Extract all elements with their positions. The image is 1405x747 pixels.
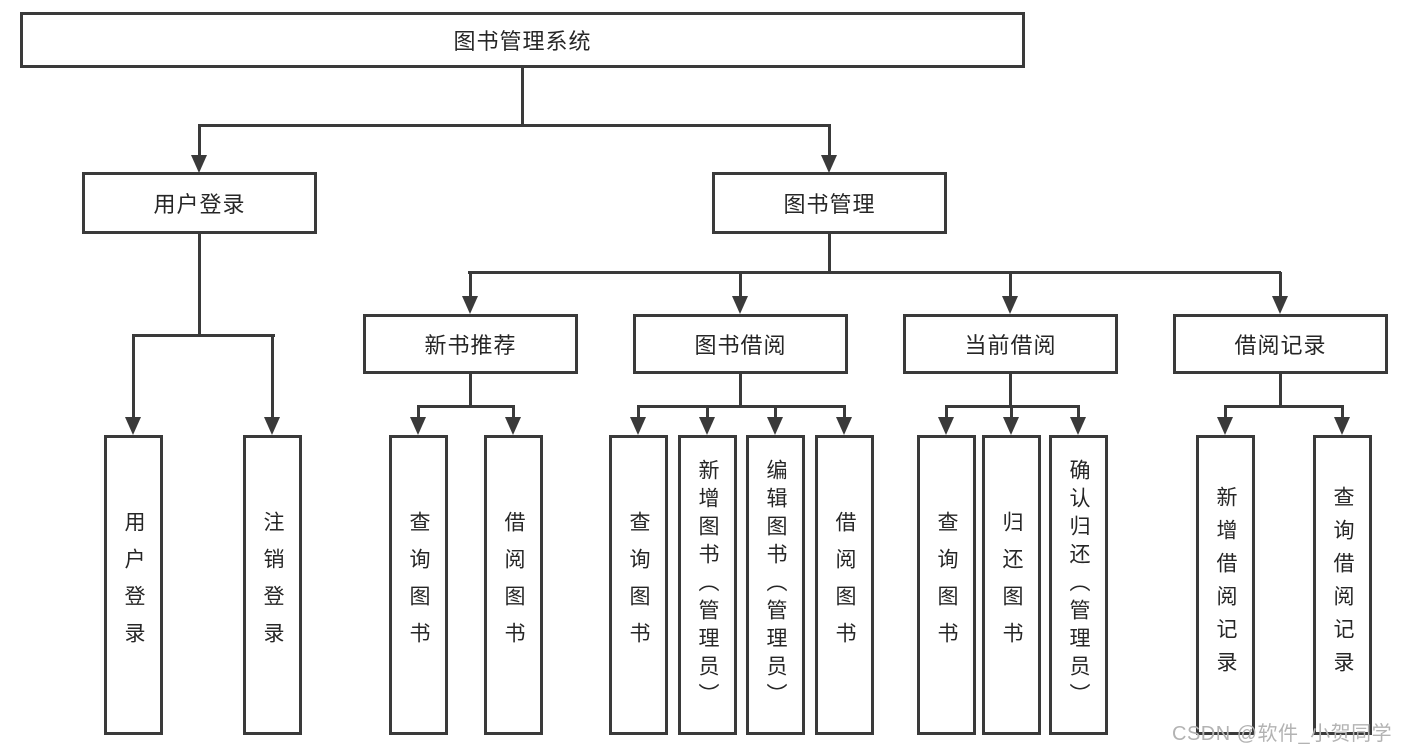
arrow-down-icon xyxy=(462,296,478,314)
leaf-label: 注销登录 xyxy=(261,511,284,659)
connector-line xyxy=(828,234,831,274)
leaf-label: 借阅图书 xyxy=(833,511,856,659)
arrow-down-icon xyxy=(732,296,748,314)
leaf-edit-books-admin: 编辑图书（管理员） xyxy=(746,435,805,735)
connector-line xyxy=(198,125,201,157)
arrow-down-icon xyxy=(1002,296,1018,314)
connector-line xyxy=(1009,272,1012,299)
arrow-down-icon xyxy=(125,417,141,435)
node-new-book-recommend: 新书推荐 xyxy=(363,314,578,374)
leaf-add-borrow-record: 新增借阅记录 xyxy=(1196,435,1255,735)
connector-line xyxy=(774,406,777,419)
connector-line xyxy=(945,406,948,419)
connector-line xyxy=(1279,272,1282,299)
arrow-down-icon xyxy=(410,417,426,435)
leaf-label: 查询图书 xyxy=(935,511,958,659)
connector-line xyxy=(1077,406,1080,419)
node-borrow-records-label: 借阅记录 xyxy=(1234,333,1327,358)
node-book-management: 图书管理 xyxy=(712,172,947,234)
connector-line xyxy=(1009,374,1012,407)
arrow-down-icon xyxy=(264,417,280,435)
connector-line xyxy=(198,124,831,127)
leaf-label: 归还图书 xyxy=(1000,511,1023,659)
leaf-query-books-recommend: 查询图书 xyxy=(389,435,448,735)
connector-line xyxy=(1341,406,1344,419)
connector-line xyxy=(637,405,846,408)
connector-line xyxy=(512,406,515,419)
leaf-confirm-return-admin: 确认归还（管理员） xyxy=(1049,435,1108,735)
leaf-label: 借阅图书 xyxy=(502,511,525,659)
connector-line xyxy=(1224,406,1227,419)
arrow-down-icon xyxy=(821,155,837,173)
leaf-label: 查询图书 xyxy=(407,511,430,659)
connector-line xyxy=(132,334,275,337)
arrow-down-icon xyxy=(767,417,783,435)
connector-line xyxy=(1279,374,1282,407)
node-user-login-label: 用户登录 xyxy=(153,192,246,217)
connector-line xyxy=(469,374,472,407)
connector-line xyxy=(739,374,742,407)
connector-line xyxy=(521,68,524,127)
arrow-down-icon xyxy=(1070,417,1086,435)
leaf-borrow-books-recommend: 借阅图书 xyxy=(484,435,543,735)
connector-line xyxy=(469,272,472,299)
arrow-down-icon xyxy=(505,417,521,435)
connector-line xyxy=(417,406,420,419)
leaf-query-books-current: 查询图书 xyxy=(917,435,976,735)
connector-line xyxy=(739,272,742,299)
watermark: CSDN @软件_小贺同学 xyxy=(1172,723,1393,745)
connector-line xyxy=(198,234,201,337)
arrow-down-icon xyxy=(1003,417,1019,435)
node-current-borrow: 当前借阅 xyxy=(903,314,1118,374)
leaf-label: 查询借阅记录 xyxy=(1331,486,1354,684)
arrow-down-icon xyxy=(1272,296,1288,314)
leaf-add-books-admin: 新增图书（管理员） xyxy=(678,435,737,735)
leaf-borrow-books: 借阅图书 xyxy=(815,435,874,735)
leaf-return-books: 归还图书 xyxy=(982,435,1041,735)
connector-line xyxy=(706,406,709,419)
connector-line xyxy=(1224,405,1344,408)
connector-line xyxy=(468,271,1281,274)
node-new-book-recommend-label: 新书推荐 xyxy=(424,333,517,358)
leaf-label: 查询图书 xyxy=(627,511,650,659)
arrow-down-icon xyxy=(699,417,715,435)
node-root: 图书管理系统 xyxy=(20,12,1025,68)
leaf-logout: 注销登录 xyxy=(243,435,302,735)
node-current-borrow-label: 当前借阅 xyxy=(964,333,1057,358)
connector-line xyxy=(132,335,135,420)
connector-line xyxy=(271,335,274,420)
node-root-label: 图书管理系统 xyxy=(453,29,592,54)
arrow-down-icon xyxy=(1217,417,1233,435)
arrow-down-icon xyxy=(1334,417,1350,435)
leaf-query-books-borrow: 查询图书 xyxy=(609,435,668,735)
connector-line xyxy=(843,406,846,419)
arrow-down-icon xyxy=(836,417,852,435)
node-book-management-label: 图书管理 xyxy=(783,192,876,217)
node-book-borrow-label: 图书借阅 xyxy=(694,333,787,358)
leaf-label: 确认归还（管理员） xyxy=(1067,459,1090,711)
node-borrow-records: 借阅记录 xyxy=(1173,314,1388,374)
connector-line xyxy=(828,125,831,157)
leaf-label: 用户登录 xyxy=(122,511,145,659)
arrow-down-icon xyxy=(938,417,954,435)
arrow-down-icon xyxy=(191,155,207,173)
leaf-query-borrow-record: 查询借阅记录 xyxy=(1313,435,1372,735)
leaf-user-login: 用户登录 xyxy=(104,435,163,735)
node-user-login: 用户登录 xyxy=(82,172,317,234)
connector-line xyxy=(1010,406,1013,419)
leaf-label: 新增图书（管理员） xyxy=(696,459,719,711)
connector-line xyxy=(417,405,515,408)
connector-line xyxy=(637,406,640,419)
node-book-borrow: 图书借阅 xyxy=(633,314,848,374)
arrow-down-icon xyxy=(630,417,646,435)
leaf-label: 编辑图书（管理员） xyxy=(764,459,787,711)
leaf-label: 新增借阅记录 xyxy=(1214,486,1237,684)
